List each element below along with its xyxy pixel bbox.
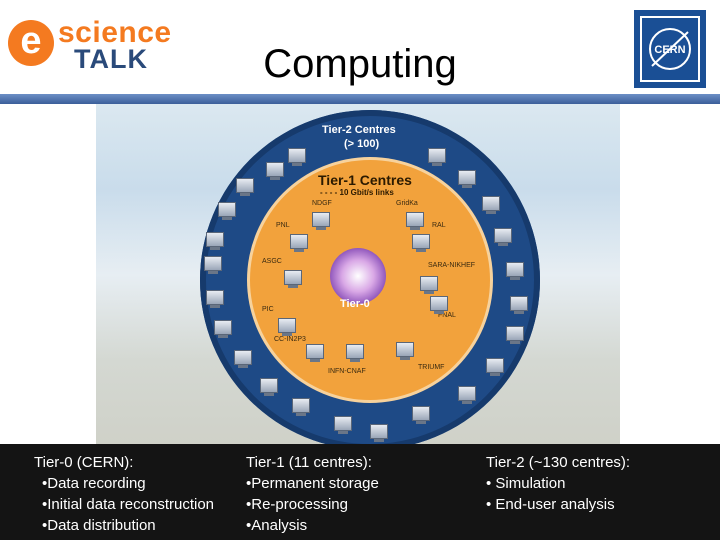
- node-gridka: GridKa: [396, 200, 418, 207]
- node-cc-in2p3: CC-IN2P3: [274, 336, 306, 343]
- tier2-computer-icon: [218, 202, 236, 220]
- tier2-subtitle: (> 100): [344, 138, 380, 150]
- tier0-heading: Tier-0 (CERN):: [34, 454, 134, 471]
- tier2-computer-icon: [458, 170, 476, 188]
- tier2-item: • Simulation: [486, 475, 566, 492]
- node-fnal: FNAL: [438, 312, 456, 319]
- slide-title: Computing: [263, 42, 457, 86]
- tier1-computer-icon: [430, 296, 448, 314]
- tier1-description: Tier-1 (11 centres): •Permanent storage …: [246, 452, 379, 536]
- tier2-computer-icon: [334, 416, 352, 434]
- tier1-computer-icon: [406, 212, 424, 230]
- tier1-item: •Re-processing: [246, 496, 348, 513]
- tier2-computer-icon: [214, 320, 232, 338]
- tier2-computer-icon: [204, 256, 222, 274]
- tier2-computer-icon: [236, 178, 254, 196]
- cern-logo-frame: CERN: [640, 16, 700, 82]
- slide-header: e science TALK Computing CERN: [0, 0, 720, 104]
- tier0-description: Tier-0 (CERN): •Data recording •Initial …: [34, 452, 214, 536]
- node-ndgf: NDGF: [312, 200, 332, 207]
- logo-science-text: science: [58, 16, 172, 49]
- node-infn-cnaf: INFN-CNAF: [328, 368, 366, 375]
- tier1-computer-icon: [412, 234, 430, 252]
- header-divider: [0, 94, 720, 104]
- tier1-subtitle: - - - - 10 Gbit/s links: [320, 188, 394, 197]
- tier0-collision-icon: [330, 248, 386, 304]
- tier2-computer-icon: [482, 196, 500, 214]
- tier2-computer-icon: [486, 358, 504, 376]
- tier1-item: •Permanent storage: [246, 475, 379, 492]
- tier0-item: •Data distribution: [42, 517, 156, 534]
- tier2-heading: Tier-2 (~130 centres):: [486, 454, 631, 471]
- node-asgc: ASGC: [262, 258, 282, 265]
- node-pnl: PNL: [276, 222, 290, 229]
- node-triumf: TRIUMF: [418, 364, 445, 371]
- escience-talk-logo: e science TALK: [8, 16, 171, 74]
- tier2-computer-icon: [412, 406, 430, 424]
- tier2-computer-icon: [370, 424, 388, 442]
- tier2-computer-icon: [206, 232, 224, 250]
- tier2-computer-icon: [506, 262, 524, 280]
- tier0-item: •Data recording: [42, 475, 146, 492]
- tier2-computer-icon: [266, 162, 284, 180]
- tier1-computer-icon: [306, 344, 324, 362]
- tier1-computer-icon: [284, 270, 302, 288]
- tier2-item: • End-user analysis: [486, 496, 615, 513]
- tier1-computer-icon: [346, 344, 364, 362]
- tier2-description: Tier-2 (~130 centres): • Simulation • En…: [486, 452, 630, 515]
- tier2-computer-icon: [206, 290, 224, 308]
- tier1-title: Tier-1 Centres: [318, 172, 412, 188]
- tier2-computer-icon: [494, 228, 512, 246]
- tier2-computer-icon: [510, 296, 528, 314]
- tier2-computer-icon: [288, 148, 306, 166]
- cern-logo: CERN: [634, 10, 706, 88]
- tier2-computer-icon: [428, 148, 446, 166]
- logo-talk-text: TALK: [74, 44, 148, 74]
- node-pic: PIC: [262, 306, 274, 313]
- tier0-label: Tier-0: [340, 298, 370, 310]
- node-sara-nikhef: SARA-NIKHEF: [428, 262, 476, 269]
- tier2-computer-icon: [292, 398, 310, 416]
- tier2-computer-icon: [234, 350, 252, 368]
- tier1-computer-icon: [278, 318, 296, 336]
- tier1-computer-icon: [312, 212, 330, 230]
- tier2-computer-icon: [506, 326, 524, 344]
- tier1-item: •Analysis: [246, 517, 308, 534]
- cern-logo-text: CERN: [654, 44, 685, 56]
- tier1-computer-icon: [396, 342, 414, 360]
- tier1-computer-icon: [290, 234, 308, 252]
- cern-emblem-icon: CERN: [649, 28, 691, 70]
- tier1-heading: Tier-1 (11 centres):: [246, 454, 372, 471]
- tier2-computer-icon: [260, 378, 278, 396]
- tier2-computer-icon: [458, 386, 476, 404]
- logo-e-mark: e: [8, 20, 54, 66]
- node-ral: RAL: [432, 222, 446, 229]
- tier2-title: Tier-2 Centres: [322, 124, 396, 136]
- footer-panel: Tier-0 (CERN): •Data recording •Initial …: [0, 444, 720, 540]
- tier1-computer-icon: [420, 276, 438, 294]
- tier0-item: •Initial data reconstruction: [42, 496, 215, 513]
